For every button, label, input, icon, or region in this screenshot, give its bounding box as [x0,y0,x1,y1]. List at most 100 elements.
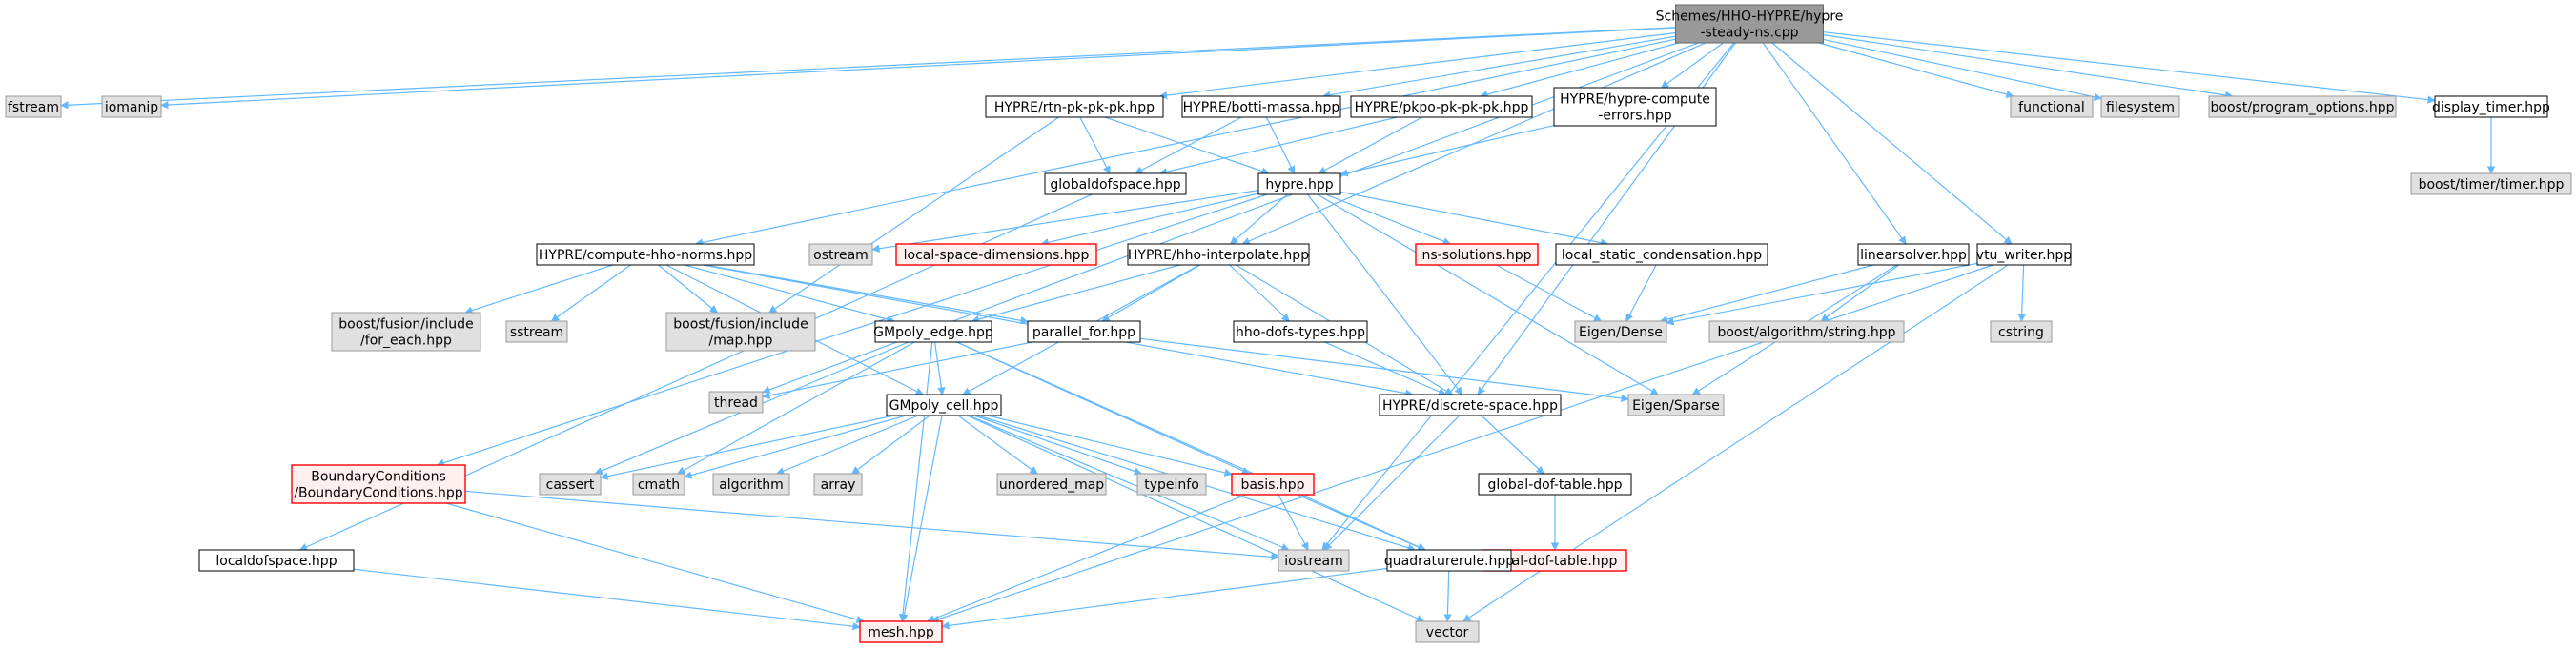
node-box-norms [536,243,755,266]
node-box-ostream [808,243,873,266]
node-box-globaldof [1044,172,1187,195]
node-box-array [813,473,863,496]
edge-rtn-to-fusionmap [767,116,1060,314]
node-box-hhodofs [1233,320,1368,343]
node-box-algorithm [712,473,790,496]
node-nssol[interactable]: ns-solutions.hpp [1415,243,1539,266]
node-box-gmedge [874,320,992,343]
edge-root-to-iomanip [160,27,1676,110]
node-label-hhodofs: hho-dofs-types.hpp [1236,325,1365,340]
node-hhodofs[interactable]: hho-dofs-types.hpp [1233,320,1368,343]
edge-interp-to-hhodofs [1229,264,1290,322]
node-label-hypre: hypre.hpp [1265,177,1333,193]
node-localspace[interactable]: local-space-dimensions.hpp [895,243,1097,266]
node-label-ostream: ostream [813,248,869,263]
node-box-boosttimer [2410,172,2572,195]
node-label-nssol: ns-solutions.hpp [1421,248,1531,263]
node-label-cmath: cmath [638,477,680,493]
node-display[interactable]: display_timer.hpp [2432,95,2550,118]
node-label-discrete: HYPRE/discrete-space.hpp [1382,398,1558,414]
node-lsc[interactable]: local_static_condensation.hpp [1555,243,1768,266]
node-parfor[interactable]: parallel_for.hpp [1027,320,1141,343]
node-pkpo[interactable]: HYPRE/pkpo-pk-pk-pk.hpp [1350,95,1533,118]
node-label-iomanip: iomanip [105,100,158,115]
node-ostream: ostream [808,243,873,266]
node-computeerr[interactable]: HYPRE/hypre-compute-errors.hpp [1553,87,1717,127]
node-box-globaldoftable [1478,473,1632,496]
node-box-quadrule [1386,549,1512,572]
node-label-fstream: fstream [8,100,59,115]
edge-norms-to-sstream [550,264,631,322]
edge-root-to-vtu [1771,42,2013,245]
node-botti[interactable]: HYPRE/botti-massa.hpp [1181,95,1341,118]
node-label-eigendense: Eigen/Dense [1579,325,1663,340]
node-gmedge[interactable]: GMpoly_edge.hpp [873,320,993,343]
node-box-vtu [1976,243,2072,266]
node-basis[interactable]: basis.hpp [1231,473,1315,496]
node-iostream: iostream [1278,549,1350,572]
node-cassert: cassert [539,473,602,496]
edge-root-to-functional [1818,42,2014,99]
node-discrete[interactable]: HYPRE/discrete-space.hpp [1379,394,1562,416]
edge-gmcell-to-basis [987,415,1233,477]
node-quadrule[interactable]: quadraturerule.hpp [1384,549,1514,572]
node-fstream: fstream [5,95,62,118]
edge-interp-to-gmedge [971,264,1180,324]
node-box-cmath [632,473,685,496]
node-box-linsolver [1857,243,1970,266]
node-box-iostream [1278,549,1350,572]
edge-gmcell-to-mesh [900,415,943,622]
node-label-boosttimer: boost/timer/timer.hpp [2419,177,2565,193]
edge-vtu-to-eigendense [1666,262,1978,326]
node-label-array: array [821,477,856,493]
node-hypre[interactable]: hypre.hpp [1257,172,1341,195]
node-filesystem: filesystem [2100,95,2180,118]
edge-rtn-to-hypre [1104,116,1270,175]
edge-bc-to-mesh [445,502,865,623]
edge-hypre-to-nssol [1325,193,1452,246]
node-label-norms: HYPRE/compute-hho-norms.hpp [539,248,752,263]
edge-norms-to-foreach [464,264,614,314]
node-globaldoftable[interactable]: global-dof-table.hpp [1478,473,1632,496]
edge-gmcell-to-vector [967,415,1425,622]
node-label-vtu: vtu_writer.hpp [1976,248,2073,263]
edge-interp-to-parfor [1101,264,1201,322]
node-box-display [2434,95,2548,118]
edge-gmedge-to-gmcell [933,341,946,395]
node-bc[interactable]: BoundaryConditions/BoundaryConditions.hp… [291,464,466,504]
edge-lsc-to-eigendense [1625,264,1657,322]
node-label-boostalgo: boost/algorithm/string.hpp [1717,325,1895,340]
edge-hypre-to-ostream [871,190,1259,253]
node-rtn[interactable]: HYPRE/rtn-pk-pk-pk.hpp [985,95,1164,118]
node-norms[interactable]: HYPRE/compute-hho-norms.hpp [536,243,755,266]
node-fusionmap: boost/fusion/include/map.hpp [665,312,816,352]
node-root[interactable]: Schemes/HHO-HYPRE/hypre-steady-ns.cpp [1656,4,1844,44]
edge-gmedge-to-cmath [677,341,915,475]
edge-gmedge-to-mesh [898,341,933,622]
node-label-eigensparse: Eigen/Sparse [1632,398,1720,414]
edge-root-to-computeerr [1660,42,1724,89]
node-vtu[interactable]: vtu_writer.hpp [1976,243,2073,266]
node-box-botti [1181,95,1341,118]
edge-gmedge-to-quadrule [956,341,1426,551]
node-interp[interactable]: HYPRE/hho-interpolate.hpp [1127,243,1310,266]
edge-root-to-botti [1321,35,1676,99]
node-box-computeerr [1553,87,1717,127]
node-box-gmcell [886,394,1002,416]
edge-hypre-to-eigensparse [1317,193,1659,395]
edge-gmcell-to-typeinfo [973,415,1143,476]
node-localdoftable[interactable]: local-dof-table.hpp [1482,549,1627,572]
node-thread: thread [708,391,764,414]
node-linsolver[interactable]: linearsolver.hpp [1857,243,1970,266]
edge-gmcell-to-cassert [600,415,895,480]
node-label-globaldof: globaldofspace.hpp [1050,177,1180,193]
node-label-cstring: cstring [1998,325,2044,340]
node-mesh[interactable]: mesh.hpp [859,620,943,643]
node-localdof[interactable]: localdofspace.hpp [198,549,355,572]
node-gmcell[interactable]: GMpoly_cell.hpp [886,394,1002,416]
node-globaldof[interactable]: globaldofspace.hpp [1044,172,1187,195]
node-label-bc: /BoundaryConditions.hpp [294,486,462,501]
node-unordered: unordered_map [996,473,1107,496]
node-label-vector: vector [1426,625,1469,640]
node-algorithm: algorithm [712,473,790,496]
